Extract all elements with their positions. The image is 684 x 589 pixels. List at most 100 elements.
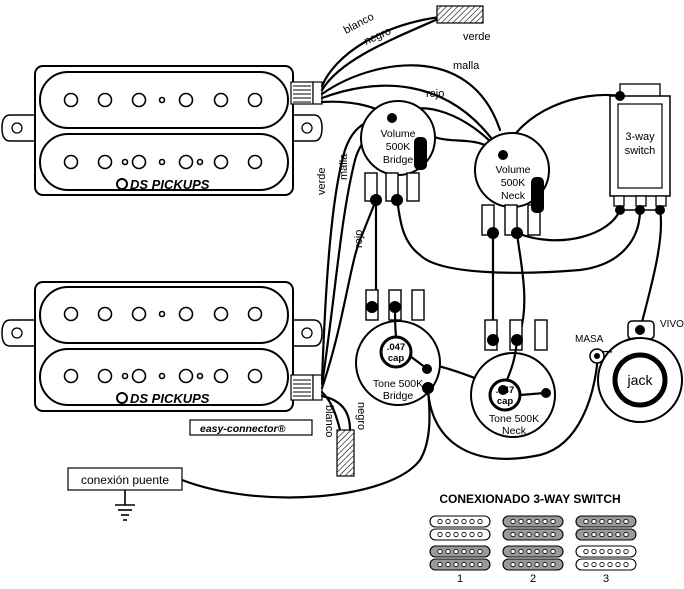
legend-pole-piece (445, 548, 451, 555)
legend-pole-piece (453, 561, 459, 568)
legend-pole-piece (534, 531, 540, 538)
legend-pole-piece (453, 531, 459, 538)
legend-pole-piece (550, 518, 556, 525)
legend-pole-piece (445, 561, 451, 568)
legend-pole-piece (583, 548, 589, 555)
legend-coils (429, 515, 637, 571)
legend-pole-piece (469, 518, 475, 525)
legend-pole-piece (477, 548, 483, 555)
legend-pole-piece (526, 561, 532, 568)
legend-pole-piece (518, 531, 524, 538)
legend-pole-piece (607, 548, 613, 555)
legend-pole-piece (518, 548, 524, 555)
legend-pole-piece (469, 548, 475, 555)
legend-coil (502, 515, 564, 528)
legend-pole-piece (550, 561, 556, 568)
wire-label-malla-side: malla (338, 153, 350, 180)
tone-bridge-cap-value: .047 (387, 342, 406, 353)
legend-coil (429, 528, 491, 541)
legend-pole-piece (542, 548, 548, 555)
wire-label-negro-top: negro (362, 25, 393, 47)
legend-position-3: 3 (603, 573, 609, 585)
legend-pole-piece (599, 518, 605, 525)
legend-pole-piece (615, 561, 621, 568)
tone-neck-pot: .047 cap Tone 500K Neck (470, 319, 556, 438)
volume-neck-pot: Volume 500K Neck (474, 132, 550, 239)
legend-pole-piece (477, 518, 483, 525)
legend-pole-piece (510, 518, 516, 525)
legend-pole-piece (518, 518, 524, 525)
legend-pole-piece (518, 561, 524, 568)
legend-pole-piece (583, 561, 589, 568)
wire-label-rojo-side: rojo (353, 230, 365, 248)
legend-pole-piece (599, 531, 605, 538)
wire-label-rojo-top: rojo (426, 88, 444, 100)
legend-pole-piece (591, 531, 597, 538)
volume-bridge-pot: Volume 500K Bridge (360, 100, 436, 206)
legend-pole-piece (607, 531, 613, 538)
legend-position-2: 2 (530, 573, 536, 585)
legend-pole-piece (591, 561, 597, 568)
legend-pole-piece (461, 531, 467, 538)
wire-label-blanco-bottom: blanco (323, 405, 335, 437)
legend-pole-piece (607, 518, 613, 525)
jack-label: jack (627, 372, 654, 388)
legend-pole-piece (591, 548, 597, 555)
legend-pole-piece (477, 531, 483, 538)
output-jack: jack VIVO MASA (575, 319, 684, 423)
volume-bridge-label-1: Volume (380, 128, 415, 140)
volume-neck-label-2: 500K (501, 177, 526, 189)
legend-pole-piece (461, 518, 467, 525)
legend-pole-piece (453, 548, 459, 555)
legend-pole-piece (583, 531, 589, 538)
legend-pole-piece (461, 561, 467, 568)
jack-vivo-label: VIVO (660, 319, 684, 330)
tone-neck-label-2: Neck (502, 425, 527, 437)
ground-icon (115, 490, 135, 521)
legend-pole-piece (550, 531, 556, 538)
easy-connector-label: easy-connector® (200, 423, 286, 435)
legend-pole-piece (437, 548, 443, 555)
legend-pole-piece (437, 561, 443, 568)
volume-neck-label-1: Volume (495, 164, 530, 176)
legend-pole-piece (510, 548, 516, 555)
legend-coil (502, 528, 564, 541)
legend-pole-piece (623, 561, 629, 568)
legend-pole-piece (599, 561, 605, 568)
ground-label: conexión puente (81, 473, 169, 487)
legend-position-1: 1 (457, 573, 463, 585)
tone-neck-label-1: Tone 500K (489, 413, 539, 425)
legend-pole-piece (542, 531, 548, 538)
legend-pole-piece (469, 561, 475, 568)
wire-label-verde-top: verde (463, 31, 491, 43)
legend-pole-piece (469, 531, 475, 538)
legend-pole-piece (526, 518, 532, 525)
legend-coil (502, 545, 564, 558)
legend-pole-piece (437, 518, 443, 525)
legend-pole-piece (526, 548, 532, 555)
legend-pole-piece (542, 561, 548, 568)
switch-label-2: switch (625, 145, 656, 157)
bridge-brand-label: DS PICKUPS (130, 391, 210, 406)
legend-coil (575, 545, 637, 558)
wire-label-malla-top: malla (453, 60, 480, 72)
legend-coil (429, 558, 491, 571)
legend-pole-piece (534, 518, 540, 525)
bridge-ground: conexión puente (67, 467, 183, 521)
legend-coil (575, 558, 637, 571)
legend-pole-piece (542, 518, 548, 525)
legend-pole-piece (615, 531, 621, 538)
legend-pole-piece (445, 518, 451, 525)
jack-masa-label: MASA (575, 334, 604, 345)
legend-pole-piece (510, 561, 516, 568)
neck-brand-label: DS PICKUPS (130, 177, 210, 192)
legend-pole-piece (607, 561, 613, 568)
legend-pole-piece (437, 531, 443, 538)
legend-pole-piece (461, 548, 467, 555)
legend-title: CONEXIONADO 3-WAY SWITCH (439, 492, 620, 506)
legend-pole-piece (445, 531, 451, 538)
volume-neck-label-3: Neck (501, 190, 526, 202)
legend-pole-piece (550, 548, 556, 555)
